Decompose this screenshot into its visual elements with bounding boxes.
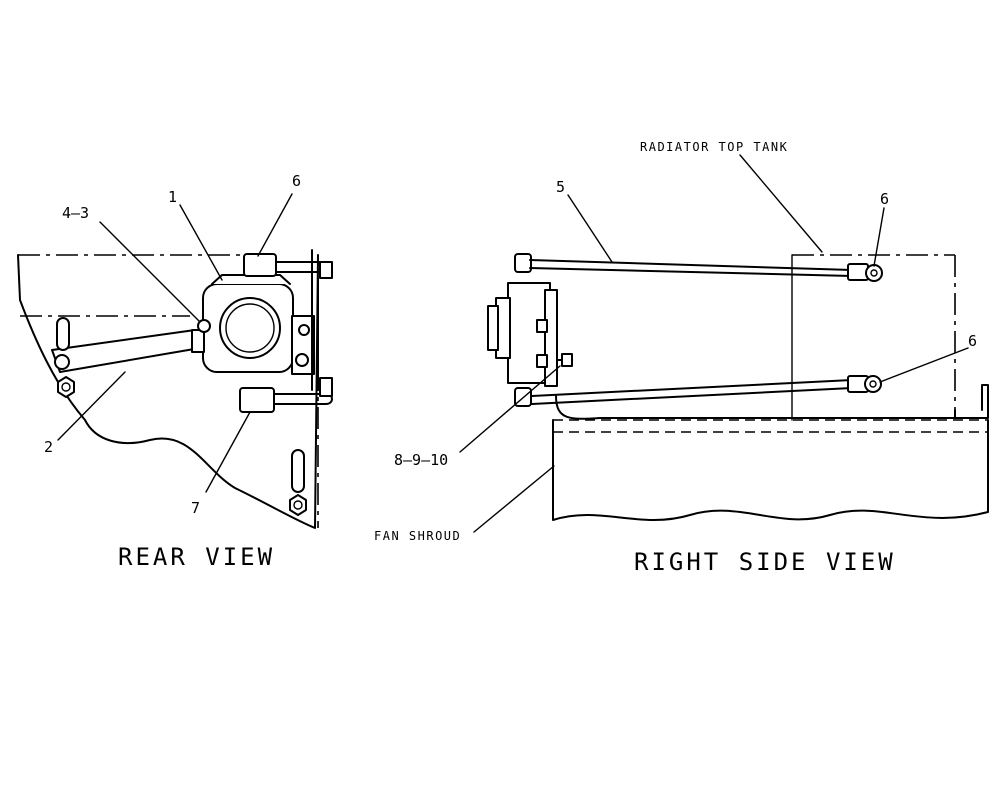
- lower-rod-bend: [555, 395, 956, 420]
- callout-6-rear: 6: [292, 172, 301, 190]
- bolt-right-upper: [298, 324, 310, 336]
- leader-5: [567, 194, 613, 263]
- callout-8-9-10: 8–9–10: [394, 451, 448, 469]
- upper-rod-eye: [865, 264, 883, 282]
- upper-tube-end: [319, 261, 333, 279]
- lower-slot: [291, 449, 305, 493]
- callout-6-lower: 6: [968, 332, 977, 350]
- upper-slot: [56, 317, 70, 351]
- radiator-lip: [954, 384, 989, 419]
- leader-6-lower: [879, 347, 969, 383]
- leader-2: [57, 371, 126, 441]
- lower-fitting: [239, 387, 275, 413]
- lever-arm: [51, 329, 201, 373]
- side-bolt-a: [536, 319, 548, 333]
- nut-lower: [289, 494, 307, 516]
- pin-4-3: [197, 319, 211, 333]
- nut-left: [57, 376, 75, 398]
- right-side-view: [459, 154, 989, 533]
- upper-rod: [529, 259, 853, 277]
- upper-rod-end: [847, 263, 869, 281]
- rear-mounting-plate: [17, 254, 319, 529]
- callout-7: 7: [191, 499, 200, 517]
- leader-6-upper: [873, 207, 885, 267]
- leader-8-9-10: [459, 365, 561, 453]
- callout-4-3: 4–3: [62, 204, 89, 222]
- rear-view-title: REAR VIEW: [118, 543, 275, 571]
- nut-lower-hole: [293, 500, 303, 510]
- lower-rod-eye-hole: [869, 380, 877, 388]
- valve-port-outer: [219, 297, 281, 359]
- rear-view: [17, 193, 333, 529]
- label-fan-shroud: FAN SHROUD: [374, 529, 461, 543]
- leader-4-3: [99, 221, 201, 323]
- lower-rod: [531, 379, 853, 405]
- callout-5: 5: [556, 178, 565, 196]
- leader-radiator: [739, 154, 823, 253]
- valve-port-inner: [225, 303, 275, 353]
- nut-left-hole: [61, 382, 71, 392]
- upper-fitting: [243, 253, 277, 277]
- leader-fan-shroud: [473, 465, 555, 533]
- side-gov-mount: [544, 289, 558, 387]
- side-nut: [561, 353, 573, 367]
- side-bolt-b: [536, 354, 548, 368]
- lower-rod-eye: [864, 375, 882, 393]
- leader-7: [205, 411, 251, 493]
- leader-1: [179, 204, 223, 281]
- leader-6-rear: [257, 193, 293, 257]
- upper-rod-eye-hole: [870, 269, 878, 277]
- lower-tube-end: [319, 377, 333, 397]
- bolt-right-lower: [295, 353, 309, 367]
- right-side-view-title: RIGHT SIDE VIEW: [634, 548, 896, 576]
- label-radiator-top-tank: RADIATOR TOP TANK: [640, 140, 788, 154]
- side-upper-fitting: [514, 253, 532, 273]
- callout-1: 1: [168, 188, 177, 206]
- valve-left-lug: [191, 329, 205, 353]
- fan-shroud: [552, 419, 989, 521]
- callout-2: 2: [44, 438, 53, 456]
- side-gov-face: [487, 305, 499, 351]
- lever-pivot-hole: [54, 354, 70, 370]
- callout-6-upper: 6: [880, 190, 889, 208]
